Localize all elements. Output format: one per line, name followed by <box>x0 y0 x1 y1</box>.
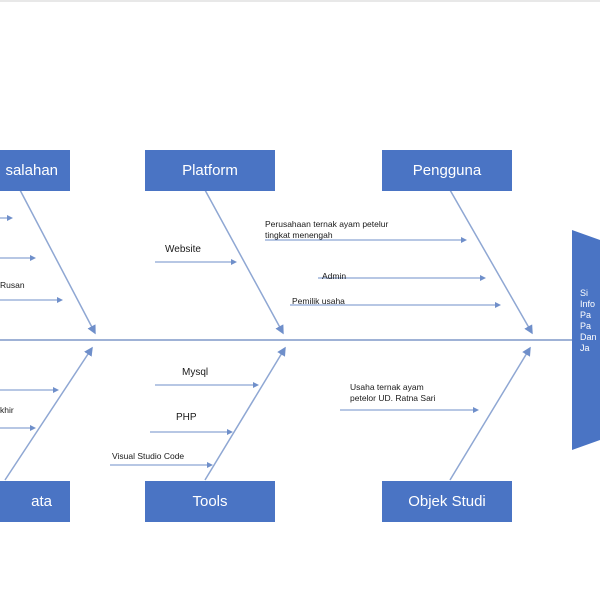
fish-head-shape <box>572 230 600 450</box>
category-label-pengguna: Pengguna <box>412 162 482 179</box>
bone-tools <box>204 346 286 481</box>
bone-objek-studi <box>449 346 531 481</box>
bone-masalah <box>19 189 96 335</box>
category-box-masalah: salahan <box>0 150 70 191</box>
fish-head-line: Si <box>580 288 589 298</box>
category-label-data: ata <box>31 493 52 510</box>
category-box-tools: Tools <box>145 481 275 522</box>
label-pengguna-1: Perusahaan ternak ayam petelur tingkat m… <box>265 219 388 240</box>
label-objek-1: Usaha ternak ayam petelor UD. Ratna Sari <box>350 382 436 403</box>
bone-platform <box>204 189 284 335</box>
label-pengguna-2: Admin <box>322 271 347 281</box>
category-box-pengguna: Pengguna <box>382 150 512 191</box>
bone-data <box>4 346 93 481</box>
category-box-objek-studi: Objek Studi <box>382 481 512 522</box>
label-pengguna-3: Pemilik usaha <box>292 296 345 306</box>
label-tools-1: Mysql <box>182 367 209 378</box>
label-data-1: khir <box>0 405 14 415</box>
category-box-platform: Platform <box>145 150 275 191</box>
fish-head-line: Dan <box>580 332 597 342</box>
label-objek-1-line1: Usaha ternak ayam <box>350 382 424 392</box>
fish-head-line: Pa <box>580 310 592 320</box>
category-label-masalah: salahan <box>5 162 58 179</box>
fish-head-line: Pa <box>580 321 592 331</box>
fish-head-line: Ja <box>580 343 590 353</box>
fish-head-line: Info <box>580 299 596 309</box>
category-box-data: ata <box>0 481 70 522</box>
category-label-tools: Tools <box>192 493 228 510</box>
category-label-objek-studi: Objek Studi <box>408 493 486 510</box>
label-pengguna-1-line1: Perusahaan ternak ayam petelur <box>265 219 389 229</box>
label-masalah-1: Rusan <box>0 280 25 290</box>
label-platform-1: Website <box>165 244 201 255</box>
label-objek-1-line2: petelor UD. Ratna Sari <box>350 392 436 403</box>
label-pengguna-1-line2: tingkat menengah <box>265 229 333 240</box>
label-tools-3: Visual Studio Code <box>112 451 185 461</box>
category-label-platform: Platform <box>182 162 238 179</box>
label-tools-2: PHP <box>176 412 197 423</box>
bone-pengguna <box>449 189 533 335</box>
